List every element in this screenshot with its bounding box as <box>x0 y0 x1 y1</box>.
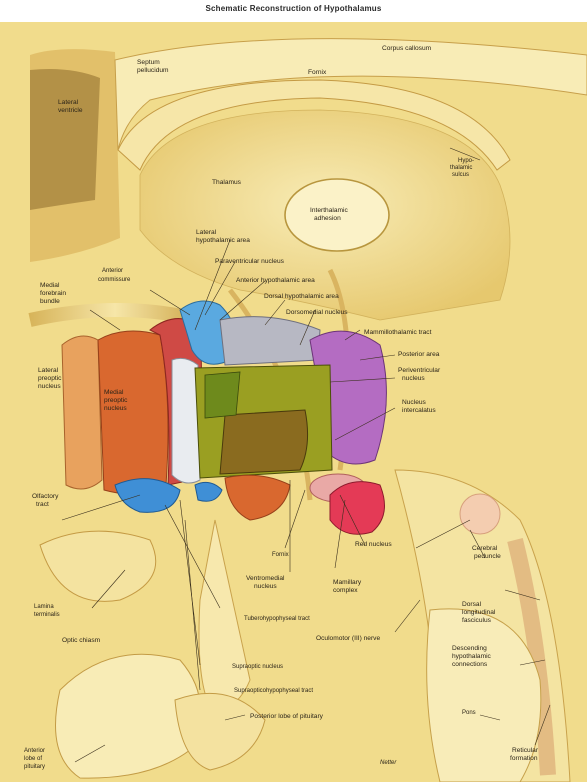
label-posterior-area: Posterior area <box>398 351 440 358</box>
label-anterior-hypothalamic-area: Anterior hypothalamic area <box>236 277 315 284</box>
label-tuberohypophyseal-tract: Tuberohypophyseal tract <box>244 616 310 622</box>
label-fornix-bottom: Fornix <box>272 552 289 558</box>
ventromedial-nucleus-shape <box>220 410 308 474</box>
label-dorsal-hypothalamic-area: Dorsal hypothalamic area <box>264 293 339 300</box>
label-mammillothalamic-tract: Mammillothalamic tract <box>364 329 432 336</box>
label-corpus-callosum: Corpus callosum <box>382 45 432 52</box>
label-pons: Pons <box>462 710 476 716</box>
label-supraoptic-nucleus: Supraoptic nucleus <box>232 664 283 670</box>
label-optic-chiasm: Optic chiasm <box>62 637 101 644</box>
cerebral-peduncle-mark <box>460 494 500 534</box>
label-paraventricular-nucleus: Paraventricular nucleus <box>215 258 285 265</box>
tuber-green-block <box>205 372 240 418</box>
label-posterior-lobe-pituitary: Posterior lobe of pituitary <box>250 713 324 720</box>
mammillary-body-shape <box>330 482 385 535</box>
label-fornix-top: Fornix <box>308 69 327 76</box>
label-supraopticohypophyseal-tract: Supraopticohypophyseal tract <box>234 688 313 694</box>
label-dorsomedial-nucleus: Dorsomedial nucleus <box>286 309 348 316</box>
left-shadow <box>30 69 100 210</box>
artist-signature: Netter <box>380 760 397 766</box>
label-red-nucleus: Red nucleus <box>355 541 392 548</box>
lateral-preoptic-nucleus <box>62 336 102 489</box>
label-thalamus: Thalamus <box>212 179 242 186</box>
label-oculomotor-nerve: Oculomotor (III) nerve <box>316 635 380 642</box>
medial-preoptic-nucleus <box>98 331 168 494</box>
